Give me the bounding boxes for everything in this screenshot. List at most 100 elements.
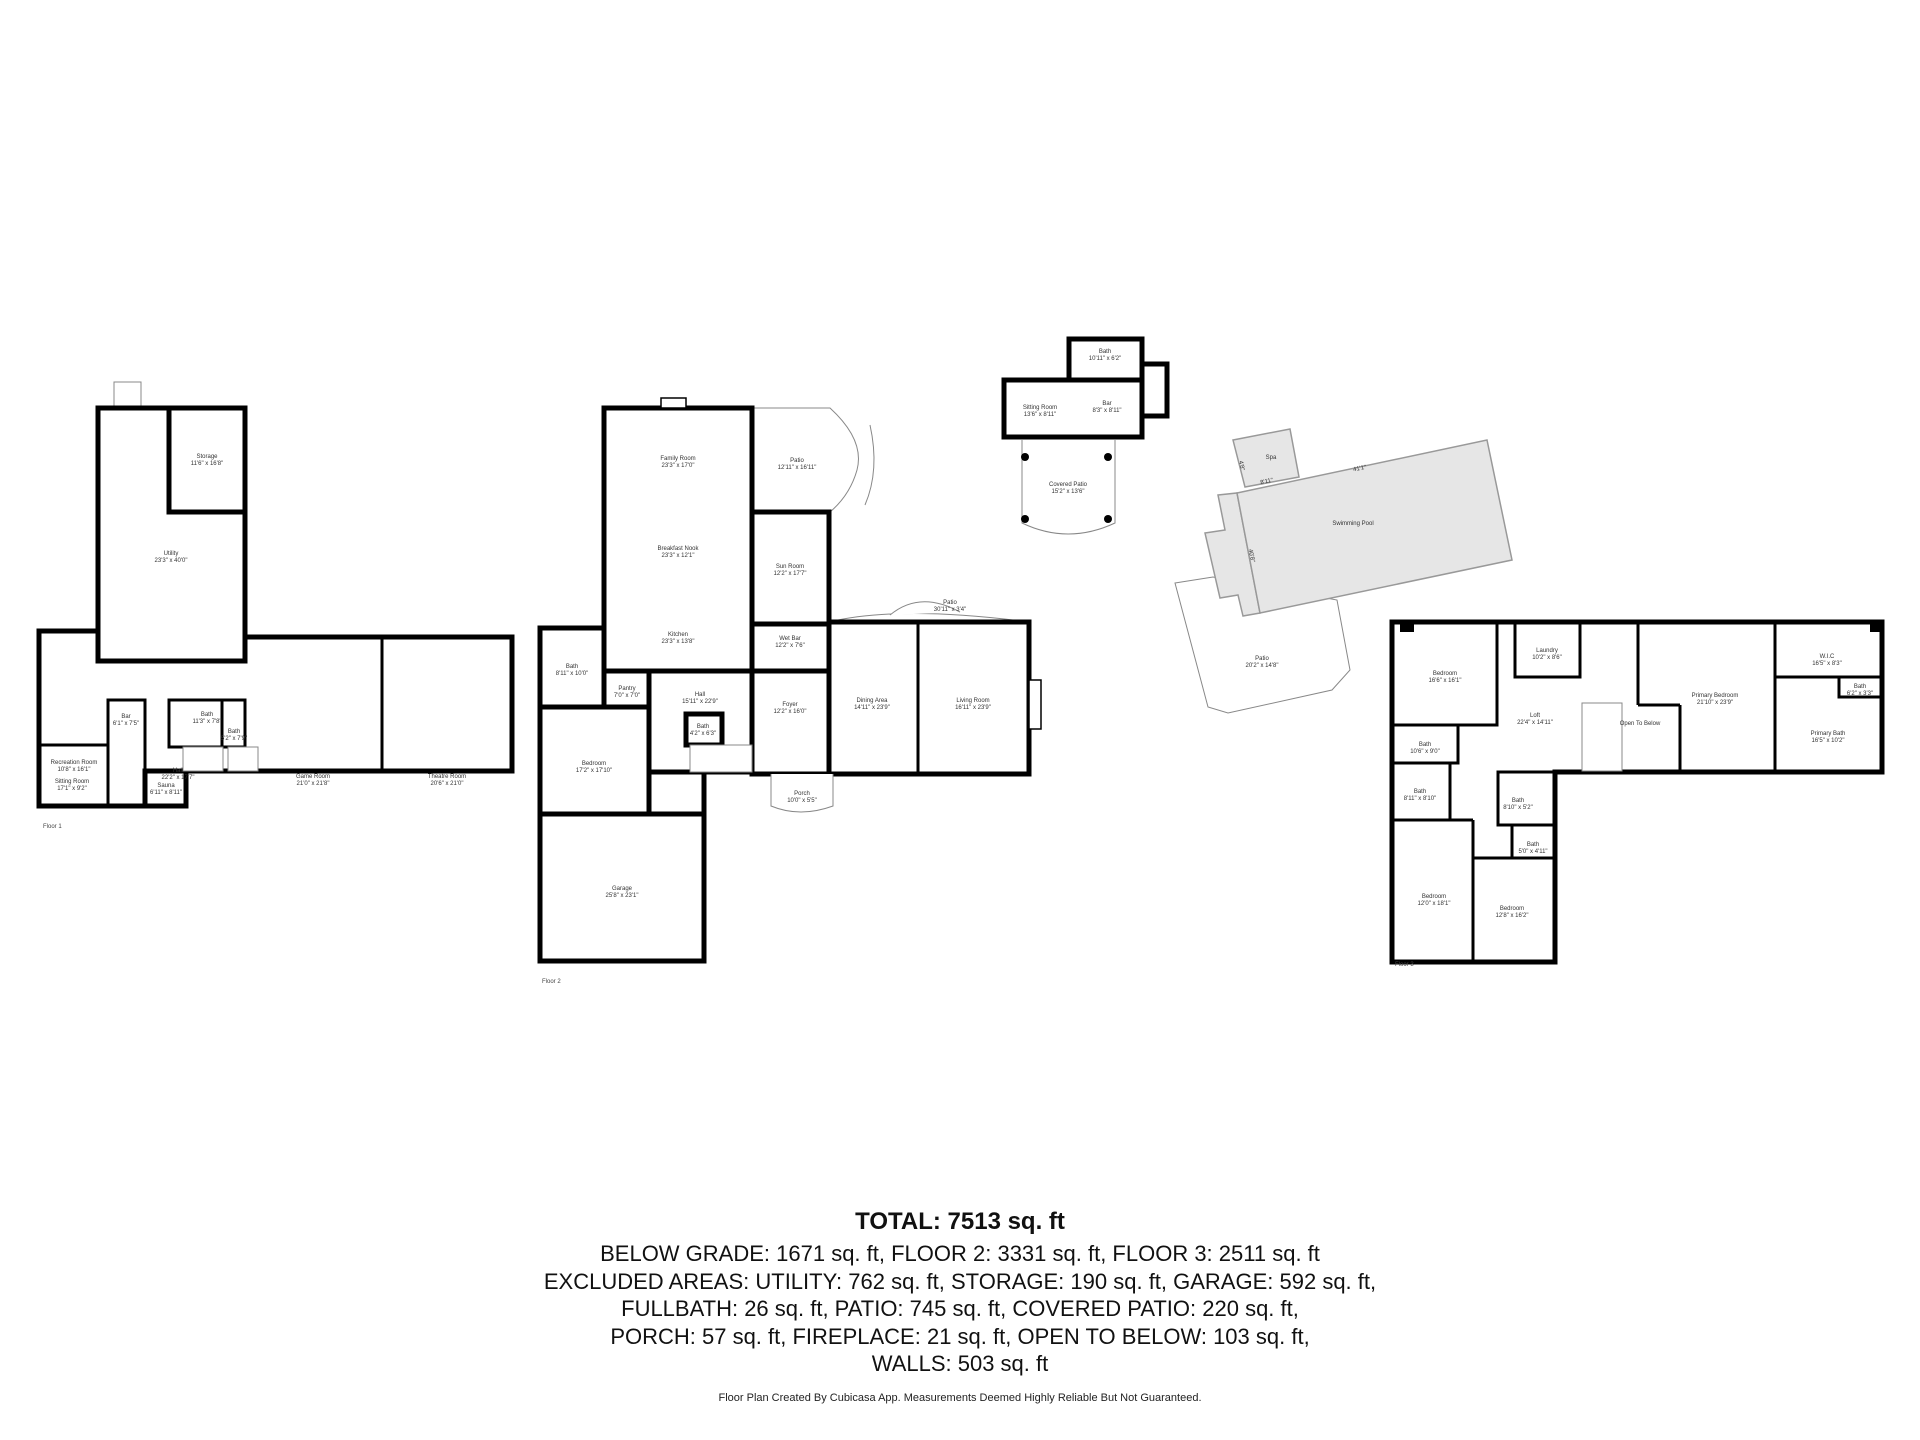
room-name-label: Bedroom [1433,671,1457,677]
room-dimensions-label: 20'6" x 21'0" [431,781,464,787]
room-name-label: Spa [1266,455,1277,461]
room-name-label: Breakfast Nook [657,546,699,552]
room-name-label: Hall [695,692,705,698]
room-name-label: Living Room [956,698,989,704]
swimming-pool [1236,439,1513,614]
room-name-label: Wet Bar [779,636,801,642]
room-name-label: Hall [173,768,183,774]
room-dimensions-label: 8'3" x 8'11" [1092,408,1121,414]
area-line: FULLBATH: 26 sq. ft, PATIO: 745 sq. ft, … [621,1296,1299,1321]
room-dimensions-label: 21'10" x 23'9" [1697,700,1733,706]
room-name-label: Game Room [296,774,330,780]
room-dimensions-label: 11'3" x 7'8" [192,719,221,725]
room-name-label: Bath [228,729,240,735]
room-name-label: Swimming Pool [1332,521,1373,527]
pool-dimension: 4'8" [1237,460,1245,471]
area-breakdown: BELOW GRADE: 1671 sq. ft, FLOOR 2: 3331 … [0,1240,1920,1378]
room-dimensions-label: 13'6" x 8'11" [1024,412,1056,418]
room-name-label: Bar [1102,401,1111,407]
storage-walls [166,405,248,515]
room-dimensions-label: 12'2" x 16'0" [774,709,807,715]
room-dimensions-label: 12'0" x 18'1" [1418,901,1451,907]
room-dimensions-label: 10'8" x 16'1" [58,767,91,773]
room-name-label: Foyer [782,702,797,708]
floor-2: Floor 2 [537,397,1042,985]
pool-area [1174,428,1513,714]
room-dimensions-label: 22'2" x 17'7" [162,775,195,781]
room-dimensions-label: 17'2" x 17'10" [576,768,612,774]
room-dimensions-label: 17'1" x 9'2" [57,786,87,792]
room-dimensions-label: 6'11" x 8'11" [150,790,182,796]
area-line: BELOW GRADE: 1671 sq. ft, FLOOR 2: 3331 … [600,1241,1320,1266]
room-name-label: Patio [790,458,804,464]
room-dimensions-label: 8'11" x 8'10" [1404,796,1436,802]
room-name-label: Covered Patio [1049,482,1088,488]
room-name-label: Bath [697,724,709,730]
area-line: PORCH: 57 sq. ft, FIREPLACE: 21 sq. ft, … [610,1323,1310,1349]
room-dimensions-label: 4'2" x 6'3" [690,731,716,737]
room-name-label: Bedroom [1422,894,1446,900]
room-name-label: W.I.C [1820,654,1835,660]
room-dimensions-label: 21'0" x 21'8" [297,781,330,787]
room-name-label: Recreation Room [51,760,98,766]
fireplace [1028,679,1042,730]
pool-dimension: 41'1" [1353,465,1367,474]
room-dimensions-label: 20'2" x 14'8" [1246,663,1279,669]
room-dimensions-label: 7'0" x 7'0" [614,693,640,699]
room-name-label: Sitting Room [55,779,89,785]
room-dimensions-label: 22'4" x 14'11" [1517,720,1553,726]
area-line: EXCLUDED AREAS: UTILITY: 762 sq. ft, STO… [543,1268,1377,1294]
pool-dimension: 8'11" [1260,478,1274,487]
room-dimensions-label: 23'3" x 40'0" [155,558,188,564]
room-name-label: Sauna [157,783,175,789]
room-name-label: Primary Bedroom [1692,693,1739,699]
room-name-label: Dining Area [856,698,888,704]
room-name-label: Pantry [618,686,635,692]
room-dimensions-label: 12'2" x 17'7" [774,571,807,577]
room-name-label: Open To Below [1620,721,1661,727]
room-dimensions-label: 8'10" x 5'2" [1503,805,1533,811]
room-dimensions-label: 25'8" x 23'1" [606,893,639,899]
room-name-label: Bath [1414,789,1426,795]
total-area: TOTAL: 7513 sq. ft [855,1208,1065,1235]
room-name-label: Bar [121,714,130,720]
room-name-label: Bedroom [582,761,606,767]
room-name-label: Sun Room [776,564,804,570]
room-name-label: Laundry [1536,648,1558,654]
stairs [113,381,142,409]
room-dimensions-label: 10'2" x 8'6" [1532,655,1562,661]
room-dimensions-label: 11'6" x 16'8" [191,461,223,467]
room-name-label: Porch [794,791,810,797]
room-name-label: Bath [1099,349,1111,355]
room-name-label: Bath [1512,798,1524,804]
floor-3: Floor 3 [1389,619,1885,968]
room-dimensions-label: 6'1" x 7'5" [113,721,139,727]
room-dimensions-label: 5'0" x 4'11" [1518,849,1547,855]
room-dimensions-label: 16'5" x 10'2" [1812,738,1845,744]
room-name-label: Storage [196,454,218,460]
fireplace [660,397,687,409]
room-dimensions-label: 16'5" x 8'3" [1812,661,1842,667]
room-dimensions-label: 5'2" x 7'9" [221,736,247,742]
room-dimensions-label: 12'8" x 16'2" [1496,913,1529,919]
room-name-label: Primary Bath [1811,731,1846,737]
room-dimensions-label: 16'11" x 23'9" [955,705,991,711]
room-name-label: Family Room [660,456,695,462]
spa [1232,428,1300,488]
room-dimensions-label: 15'2" x 13'6" [1052,489,1085,495]
room-dimensions-label: 14'11" x 23'9" [854,705,890,711]
room-dimensions-label: 30'11" x 3'4" [934,607,966,613]
floor-1: Floor 1 [36,381,515,830]
area-line: WALLS: 503 sq. ft [871,1351,1049,1376]
room-dimensions-label: 12'2" x 7'6" [775,643,805,649]
room-dimensions-label: 23'3" x 13'8" [662,639,695,645]
room-name-label: Loft [1530,713,1540,719]
room-name-label: Garage [612,886,633,892]
room-name-label: Sitting Room [1023,405,1057,411]
floor-1-label: Floor 1 [43,824,62,830]
room-name-label: Bath [201,712,213,718]
room-dimensions-label: 10'11" x 6'2" [1089,356,1121,362]
room-dimensions-label: 8'11" x 10'0" [556,671,588,677]
